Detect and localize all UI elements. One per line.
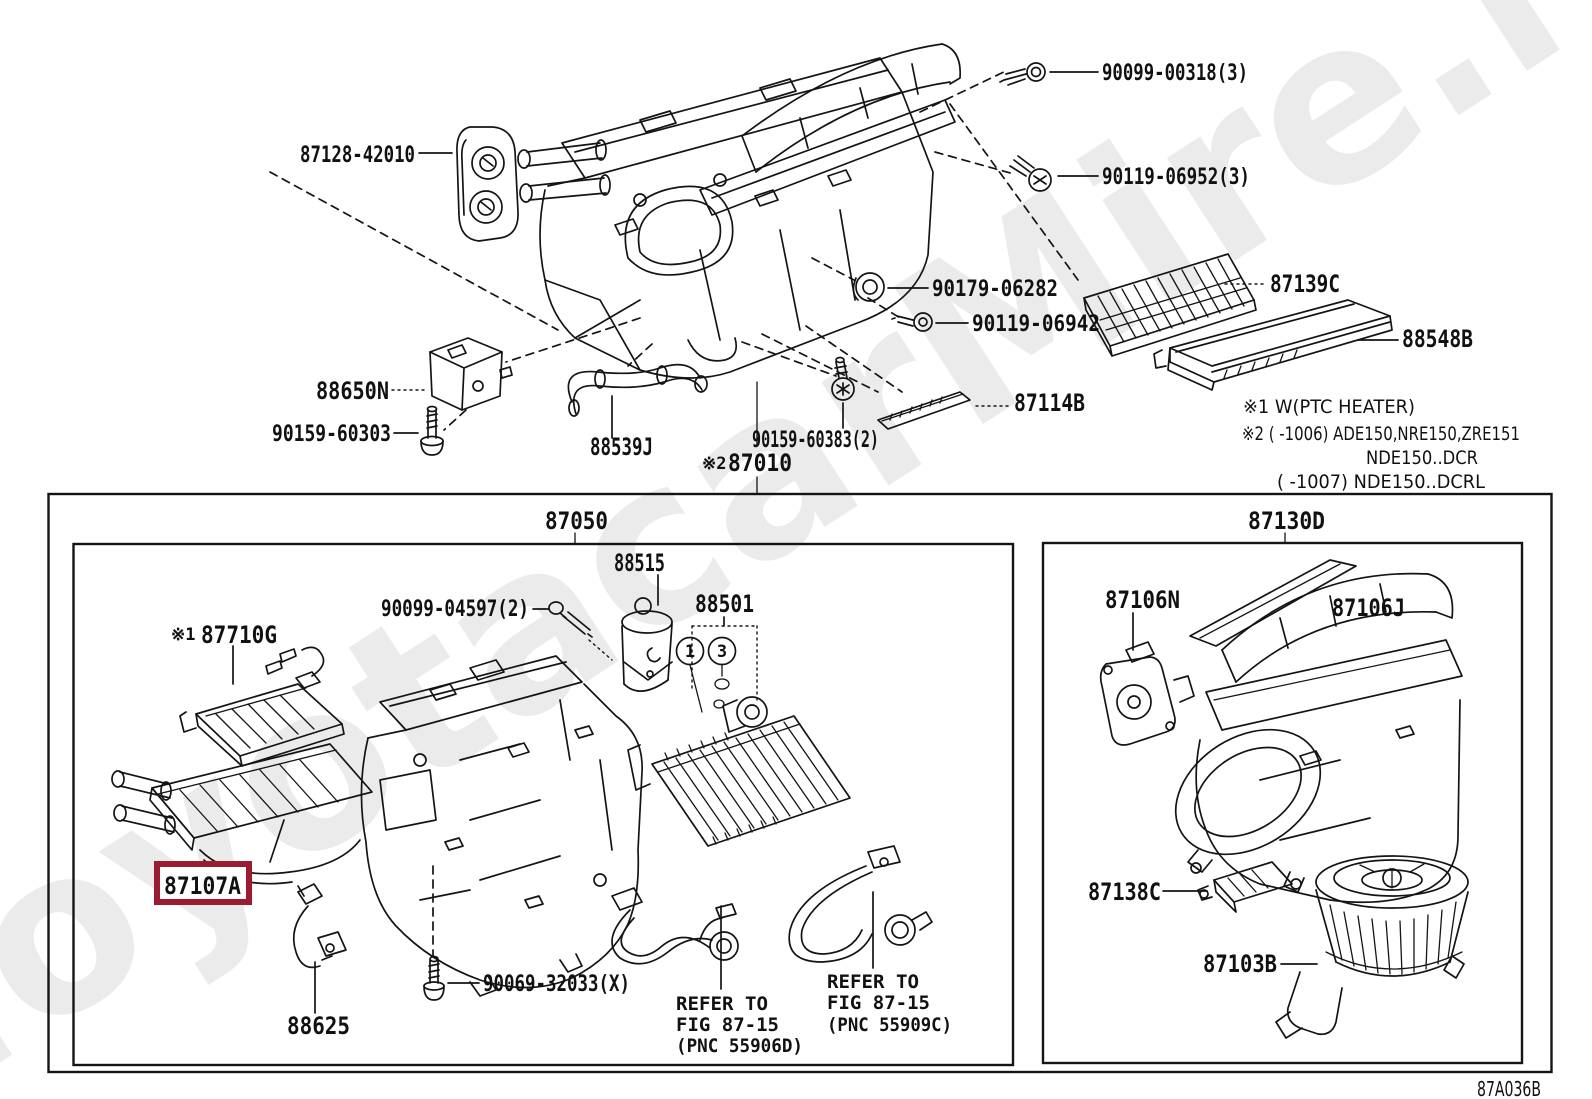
ptc-heater-drawing [179,646,345,767]
heater-case-drawing [360,655,643,997]
leader-lines-top [391,71,1399,494]
part-label-90099-04597: 90099-04597(2) [381,597,529,622]
part-label-88548B: 88548B [1402,325,1473,353]
note-1: ※1 W(PTC HEATER) [1243,396,1415,418]
part-label-87050: 87050 [545,507,608,535]
refer-left-line3: (PNC 55906D) [676,1035,803,1057]
hose-55909C-drawing [788,845,933,963]
part-label-87114B: 87114B [1014,389,1085,417]
part-label-87710G: 87710G [201,621,277,649]
note-2: ※2 ( -1006) ADE150,NRE150,ZRE151 [1242,423,1520,445]
note-3: NDE150..DCR [1366,447,1478,469]
screw-c-drawing [891,312,933,332]
blower-motor-drawing [1275,855,1469,1039]
part-label-90099-00318: 90099-00318(3) [1102,61,1248,86]
part-label-90119-06952: 90119-06952(3) [1102,165,1250,190]
filter-case-drawing [1153,299,1393,391]
part-label-87138C: 87138C [1088,878,1161,906]
refer-right-line2: FIG 87-15 [827,992,930,1014]
refer-left-line2: FIG 87-15 [676,1014,779,1036]
blower-unit-drawing [1174,559,1463,904]
part-label-87128-42010: 87128-42010 [300,143,415,168]
screw-e-drawing [831,356,855,401]
part-label-87106J: 87106J [1332,594,1405,622]
wire-88625-drawing [292,883,347,969]
refer-right-line1: REFER TO [827,971,919,993]
resistor-drawing [1197,861,1293,913]
highlight-box-87107A [154,861,252,905]
spec-notes: ※1 W(PTC HEATER) ※2 ( -1006) ADE150,NRE1… [1242,396,1520,493]
leader-lines-right-box [1132,612,1318,965]
filter-drawing [1083,253,1257,357]
callout-circles: 1 3 [675,636,737,666]
part-label-90119-06942: 90119-06942 [972,312,1100,337]
part-label-90069-32033: 90069-32033(X) [483,972,630,997]
screw-a-drawing [999,62,1046,86]
note-4: ( -1007) NDE150..DCRL [1277,471,1485,493]
part-label-90179-06282: 90179-06282 [932,277,1058,302]
part-label-88501: 88501 [695,590,754,618]
unit-87010-box [47,492,1553,1074]
screw-04597-drawing [548,601,593,638]
grommet-drawing [852,272,885,302]
refer-right-line3: (PNC 55909C) [827,1014,952,1036]
evaporator-drawing [627,696,851,847]
servo-87106N-drawing [1099,641,1195,746]
part-label-88650N: 88650N [316,377,389,405]
blower-unit-box [1041,541,1524,1065]
labels-left-box: 88515 88501 90099-04597(2) ※1 87710G 871… [164,549,952,1057]
grommet-plate-drawing [456,126,519,242]
heater-unit-box [72,542,1015,1067]
refer-left-line1: REFER TO [676,993,768,1015]
part-label-87103B: 87103B [1203,950,1277,978]
callout-1: 1 [685,642,695,662]
hose-55906D-drawing [611,887,739,965]
part-label-90159-60303: 90159-60303 [272,422,391,447]
part-label-88625: 88625 [287,1012,350,1040]
part-label-87107A: 87107A [164,872,241,900]
screw-d-drawing [420,405,444,456]
hose-drawing [567,363,708,417]
part-label-88515: 88515 [614,549,665,577]
leader-lines-left-box [232,574,874,1014]
ref-mark-1: ※1 [171,625,195,645]
box-callout-ticks [574,532,1286,544]
packing-drawing [877,391,971,430]
part-label-88539J: 88539J [590,433,653,461]
part-label-87010: 87010 [728,449,792,477]
part-label-87106N: 87106N [1105,586,1180,614]
part-label-87139C: 87139C [1270,270,1340,298]
hvac-assembly-drawing [517,43,962,379]
heater-core-drawing [111,743,373,885]
part-label-87130D: 87130D [1248,507,1325,535]
servo-88650-drawing [429,337,513,411]
ref-mark-2: ※2 [702,454,726,474]
screw-b-drawing [1009,155,1052,192]
expansion-valve-drawing [621,597,673,692]
diagram-code: 87A036B [1477,1077,1541,1099]
part-label-90159-60383: 90159-60383(2) [752,428,879,453]
projection-lines-top [269,69,1079,431]
labels-right-box: 87106N 87106J 87138C 87103B [1088,586,1405,978]
screw-32033-drawing [423,955,445,1001]
callout-3: 3 [717,642,727,662]
labels-top: 87128-42010 90099-00318(3) 90119-06952(3… [272,61,1473,477]
